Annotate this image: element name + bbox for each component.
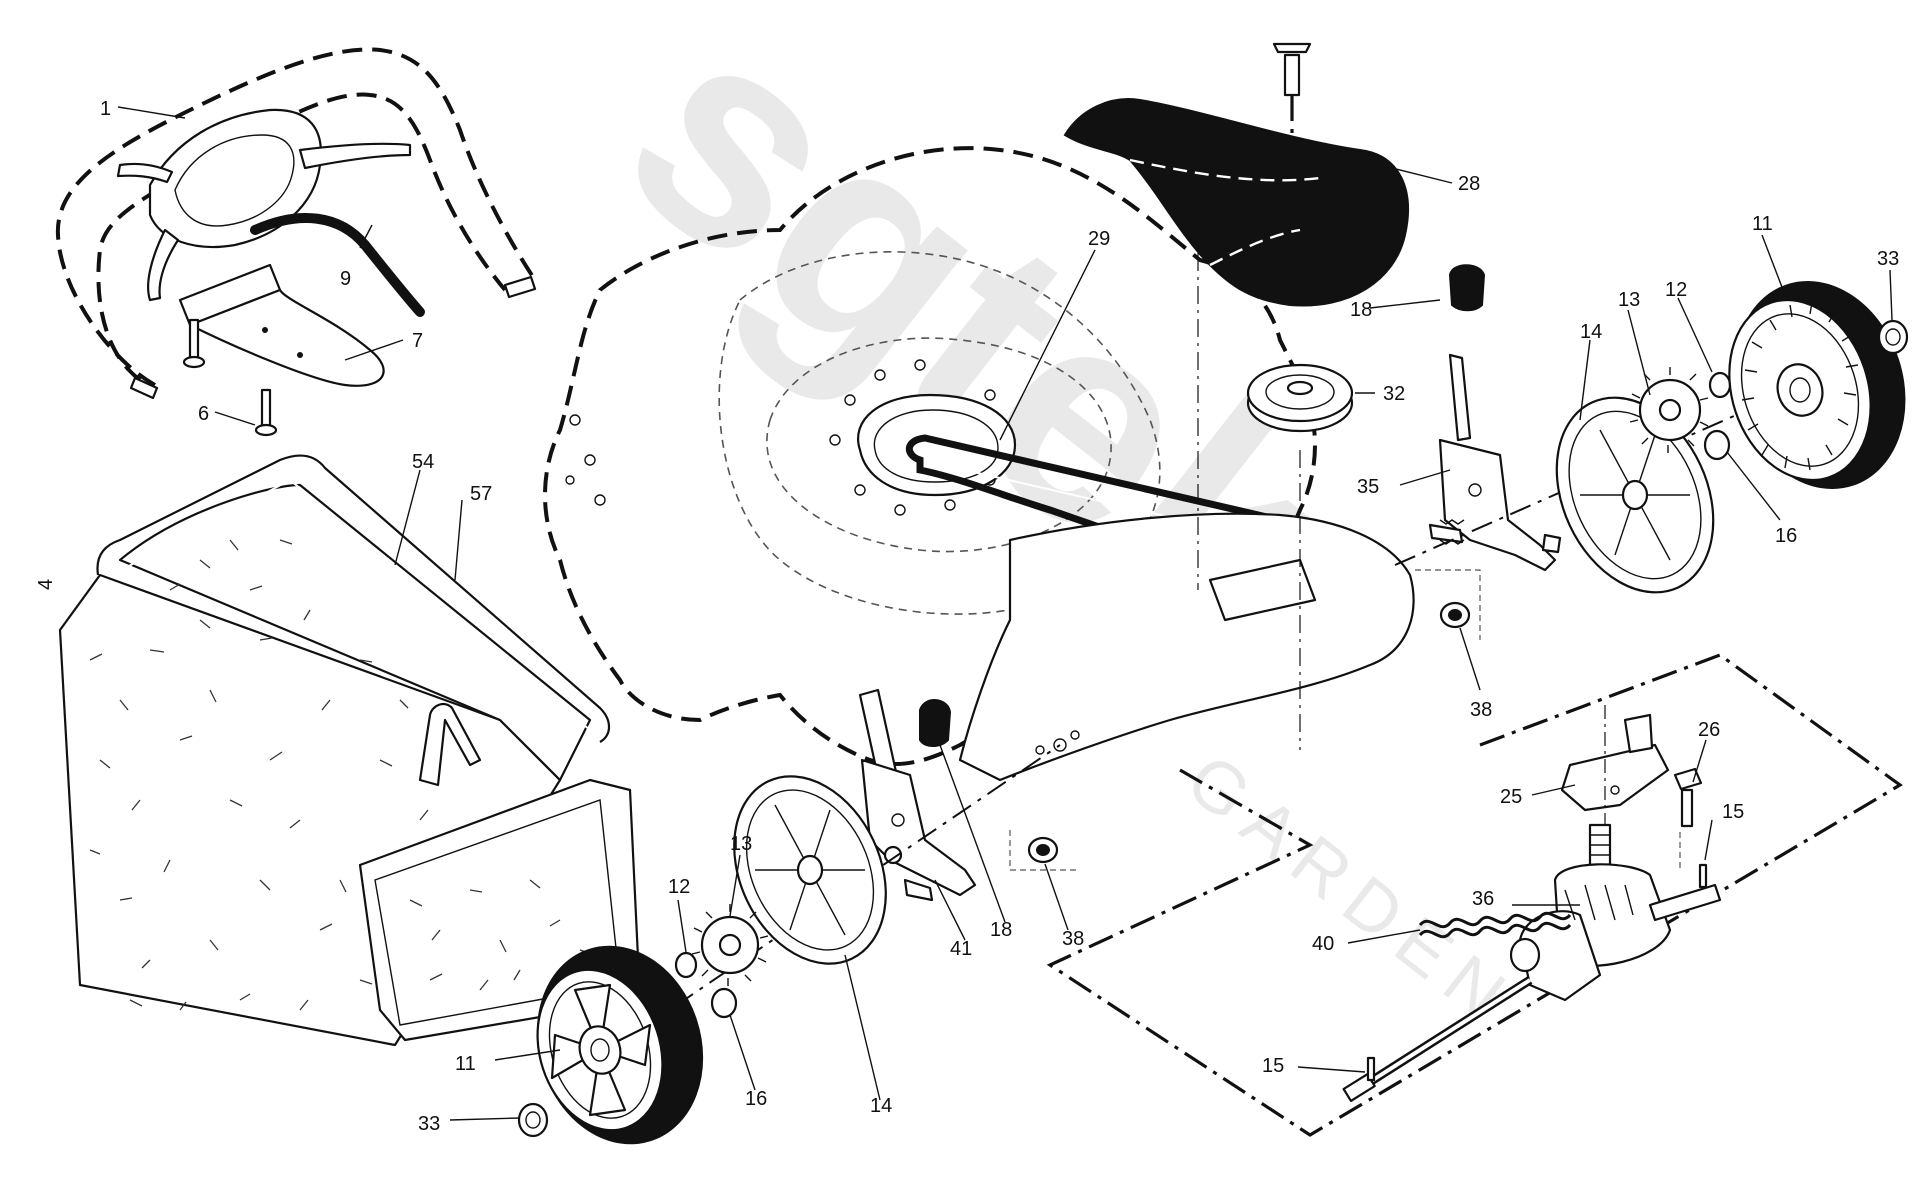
callout-15-upper: 15 <box>1722 801 1744 823</box>
callout-6: 6 <box>198 403 209 425</box>
handle-end-right <box>503 275 537 299</box>
adjuster-knob-right <box>1448 264 1486 312</box>
handle-end-left <box>129 376 159 400</box>
callout-7: 7 <box>412 330 423 352</box>
adjuster-bracket-left <box>860 758 977 897</box>
handle-bracket <box>178 263 385 387</box>
grass-catcher <box>58 454 642 1047</box>
spring-40 <box>1418 911 1572 939</box>
callout-41: 41 <box>950 938 972 960</box>
callout-28: 28 <box>1458 173 1480 195</box>
adjuster-knob-left <box>919 699 952 747</box>
wheel-right <box>1728 280 1906 490</box>
hubcap-plate-right <box>1555 396 1715 594</box>
control-cable <box>250 213 425 317</box>
washer-12-left <box>674 951 698 979</box>
catcher-frame <box>96 454 611 743</box>
callout-38-left: 38 <box>1062 928 1084 950</box>
callout-12-right: 12 <box>1665 279 1687 301</box>
pin-15-lower <box>1366 1056 1376 1082</box>
drive-gear-left <box>691 904 769 986</box>
deck-inner-ring <box>766 337 1112 553</box>
callout-18-right: 18 <box>1350 299 1372 321</box>
callout-9: 9 <box>340 268 351 290</box>
transmission <box>1509 823 1722 1002</box>
callout-4: 4 <box>35 579 57 590</box>
handle-assembly <box>55 47 537 437</box>
control-bar <box>116 108 412 302</box>
pulley <box>1246 363 1354 433</box>
rear-housing <box>958 512 1415 782</box>
motor-mount-ring <box>857 393 1017 497</box>
washer-16-right <box>1703 429 1731 461</box>
callout-36: 36 <box>1472 888 1494 910</box>
callout-14-left: 14 <box>870 1095 892 1117</box>
callout-13-left: 13 <box>730 833 752 855</box>
callout-16-left: 16 <box>745 1088 767 1110</box>
callout-1: 1 <box>100 98 111 120</box>
bolt-26 <box>1673 767 1703 828</box>
callout-33-right: 33 <box>1877 248 1899 270</box>
callout-40: 40 <box>1312 933 1334 955</box>
washer-16-left <box>710 987 738 1019</box>
nut-38-right <box>1439 601 1471 629</box>
belt-cover-bolt <box>1283 53 1301 97</box>
callout-35: 35 <box>1357 476 1379 498</box>
drive-gear-right <box>1629 367 1709 453</box>
hub-nut-left <box>517 1102 549 1138</box>
screw-6-lower <box>254 388 278 437</box>
callout-15-lower: 15 <box>1262 1055 1284 1077</box>
callout-13-right: 13 <box>1618 289 1640 311</box>
callout-29: 29 <box>1088 228 1110 250</box>
callout-57: 57 <box>470 483 492 505</box>
callout-32: 32 <box>1383 383 1405 405</box>
callout-labels: 1 9 7 6 4 54 57 29 28 18 32 35 14 13 12 … <box>35 98 1899 1135</box>
callout-11-right: 11 <box>1752 213 1773 235</box>
callout-16-right: 16 <box>1775 525 1797 547</box>
transmission-boundary <box>1046 653 1903 1137</box>
catcher-bag-top <box>118 483 592 782</box>
callout-33-left: 33 <box>418 1113 440 1135</box>
hub-nut-right <box>1877 319 1909 355</box>
transmission-bracket <box>1560 705 1670 825</box>
pin-15-upper <box>1698 863 1708 889</box>
hubcap-plate-left <box>733 775 887 965</box>
wheel-left <box>536 945 704 1145</box>
watermark: sgtek GARDEN <box>570 0 1530 1044</box>
leader-lines <box>117 106 1893 1121</box>
belt-cover-cutout <box>1208 558 1317 622</box>
screw-6-upper <box>182 318 206 369</box>
callout-26: 26 <box>1698 719 1720 741</box>
callout-25: 25 <box>1500 786 1522 808</box>
callout-18-left: 18 <box>990 919 1012 941</box>
handle-outline-dashed <box>55 47 537 387</box>
callout-12-left: 12 <box>668 876 690 898</box>
callout-14-right: 14 <box>1580 321 1602 343</box>
height-adjuster-left <box>858 688 977 902</box>
catcher-frame-inner <box>111 478 591 731</box>
deck-outline-dashed <box>543 146 1317 767</box>
height-adjuster-right <box>1428 264 1562 572</box>
adjuster-bracket-right <box>1438 438 1557 572</box>
belt-cover <box>1063 42 1409 307</box>
callout-54: 54 <box>412 451 434 473</box>
callout-11-left: 11 <box>455 1053 476 1075</box>
washer-12-right <box>1708 371 1732 399</box>
nut-38-left <box>1027 836 1059 864</box>
callout-38-right: 38 <box>1470 699 1492 721</box>
deck-fasteners-left <box>1035 730 1080 755</box>
catcher-handle <box>418 702 482 787</box>
